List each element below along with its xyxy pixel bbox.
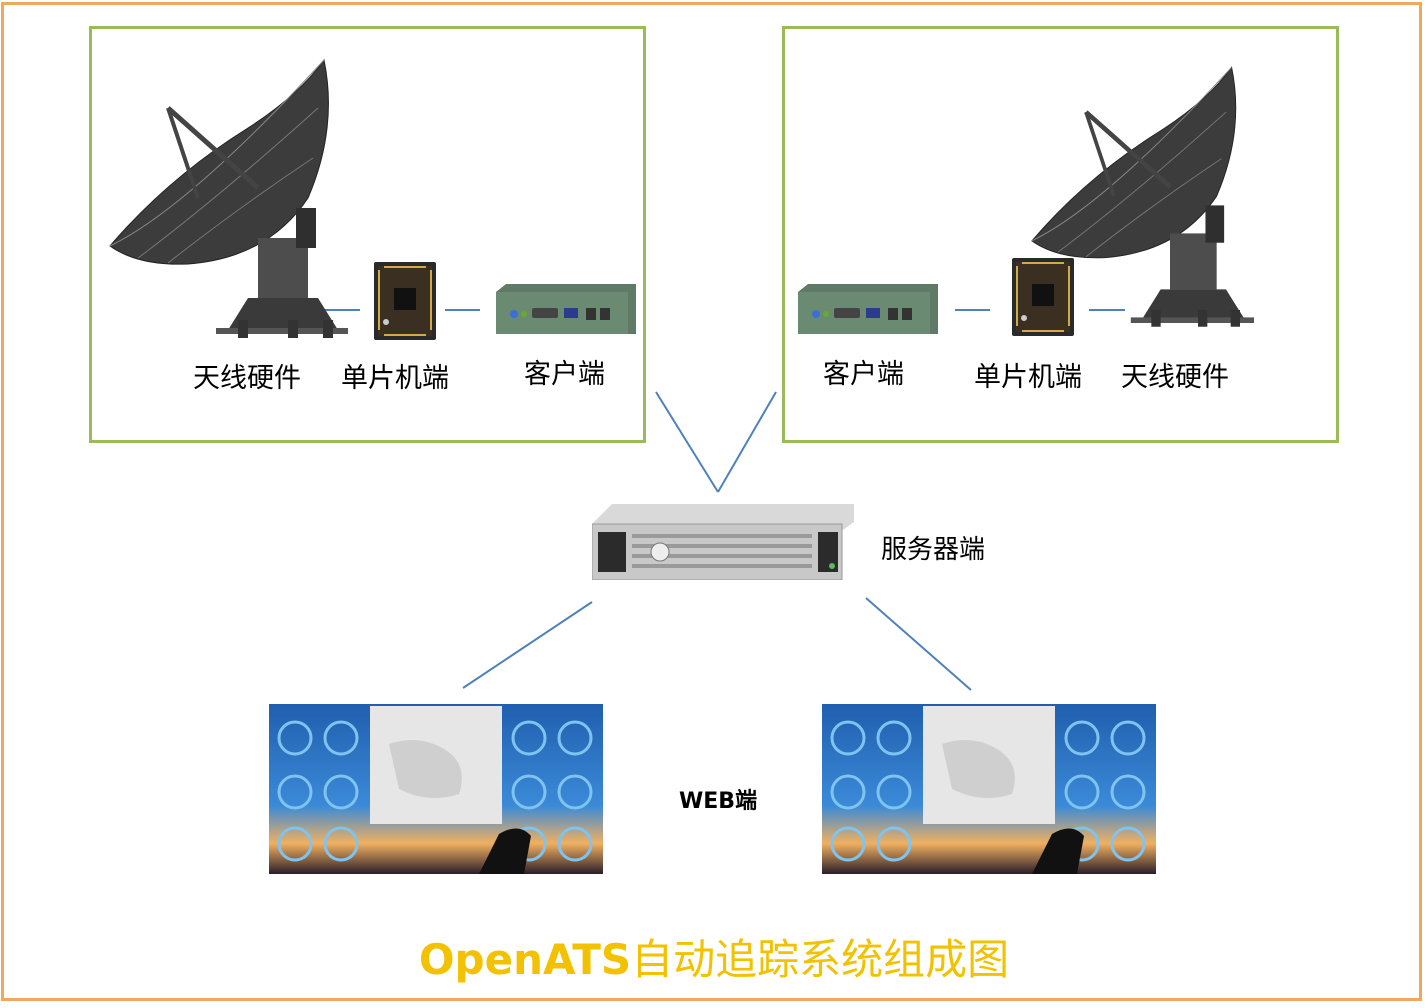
rack-server-icon — [592, 504, 854, 580]
mini-pc-icon — [798, 284, 938, 334]
connector-server-web-right — [865, 597, 972, 691]
left-station-group — [89, 26, 646, 443]
right-mcu-label: 单片机端 — [974, 362, 1082, 393]
web-label: WEB端 — [679, 789, 758, 814]
satellite-dish-icon — [1031, 66, 1254, 327]
right-antenna-label: 天线硬件 — [1121, 362, 1229, 393]
connector-right-group-server — [717, 391, 777, 493]
server-label: 服务器端 — [881, 535, 986, 565]
satellite-dish-icon — [109, 58, 348, 338]
title-suffix: 自动追踪系统组成图 — [631, 935, 1010, 984]
microcontroller-board-icon — [1012, 258, 1074, 336]
right-client-label: 客户端 — [823, 359, 904, 390]
title-prefix: OpenATS — [418, 935, 632, 984]
right-station-group — [782, 26, 1339, 443]
web-dashboard-right — [822, 704, 1156, 874]
mini-pc-icon — [496, 284, 636, 334]
dashboard-screen-icon — [269, 704, 603, 874]
left-antenna-label: 天线硬件 — [193, 363, 301, 394]
left-client-label: 客户端 — [524, 359, 605, 390]
web-dashboard-left — [269, 704, 603, 874]
diagram-title: OpenATS自动追踪系统组成图 — [0, 926, 1428, 987]
connector-server-web-left — [462, 601, 593, 689]
connector-left-group-server — [655, 391, 719, 493]
microcontroller-board-icon — [374, 262, 436, 340]
left-mcu-label: 单片机端 — [341, 363, 449, 394]
dashboard-screen-icon — [822, 704, 1156, 874]
